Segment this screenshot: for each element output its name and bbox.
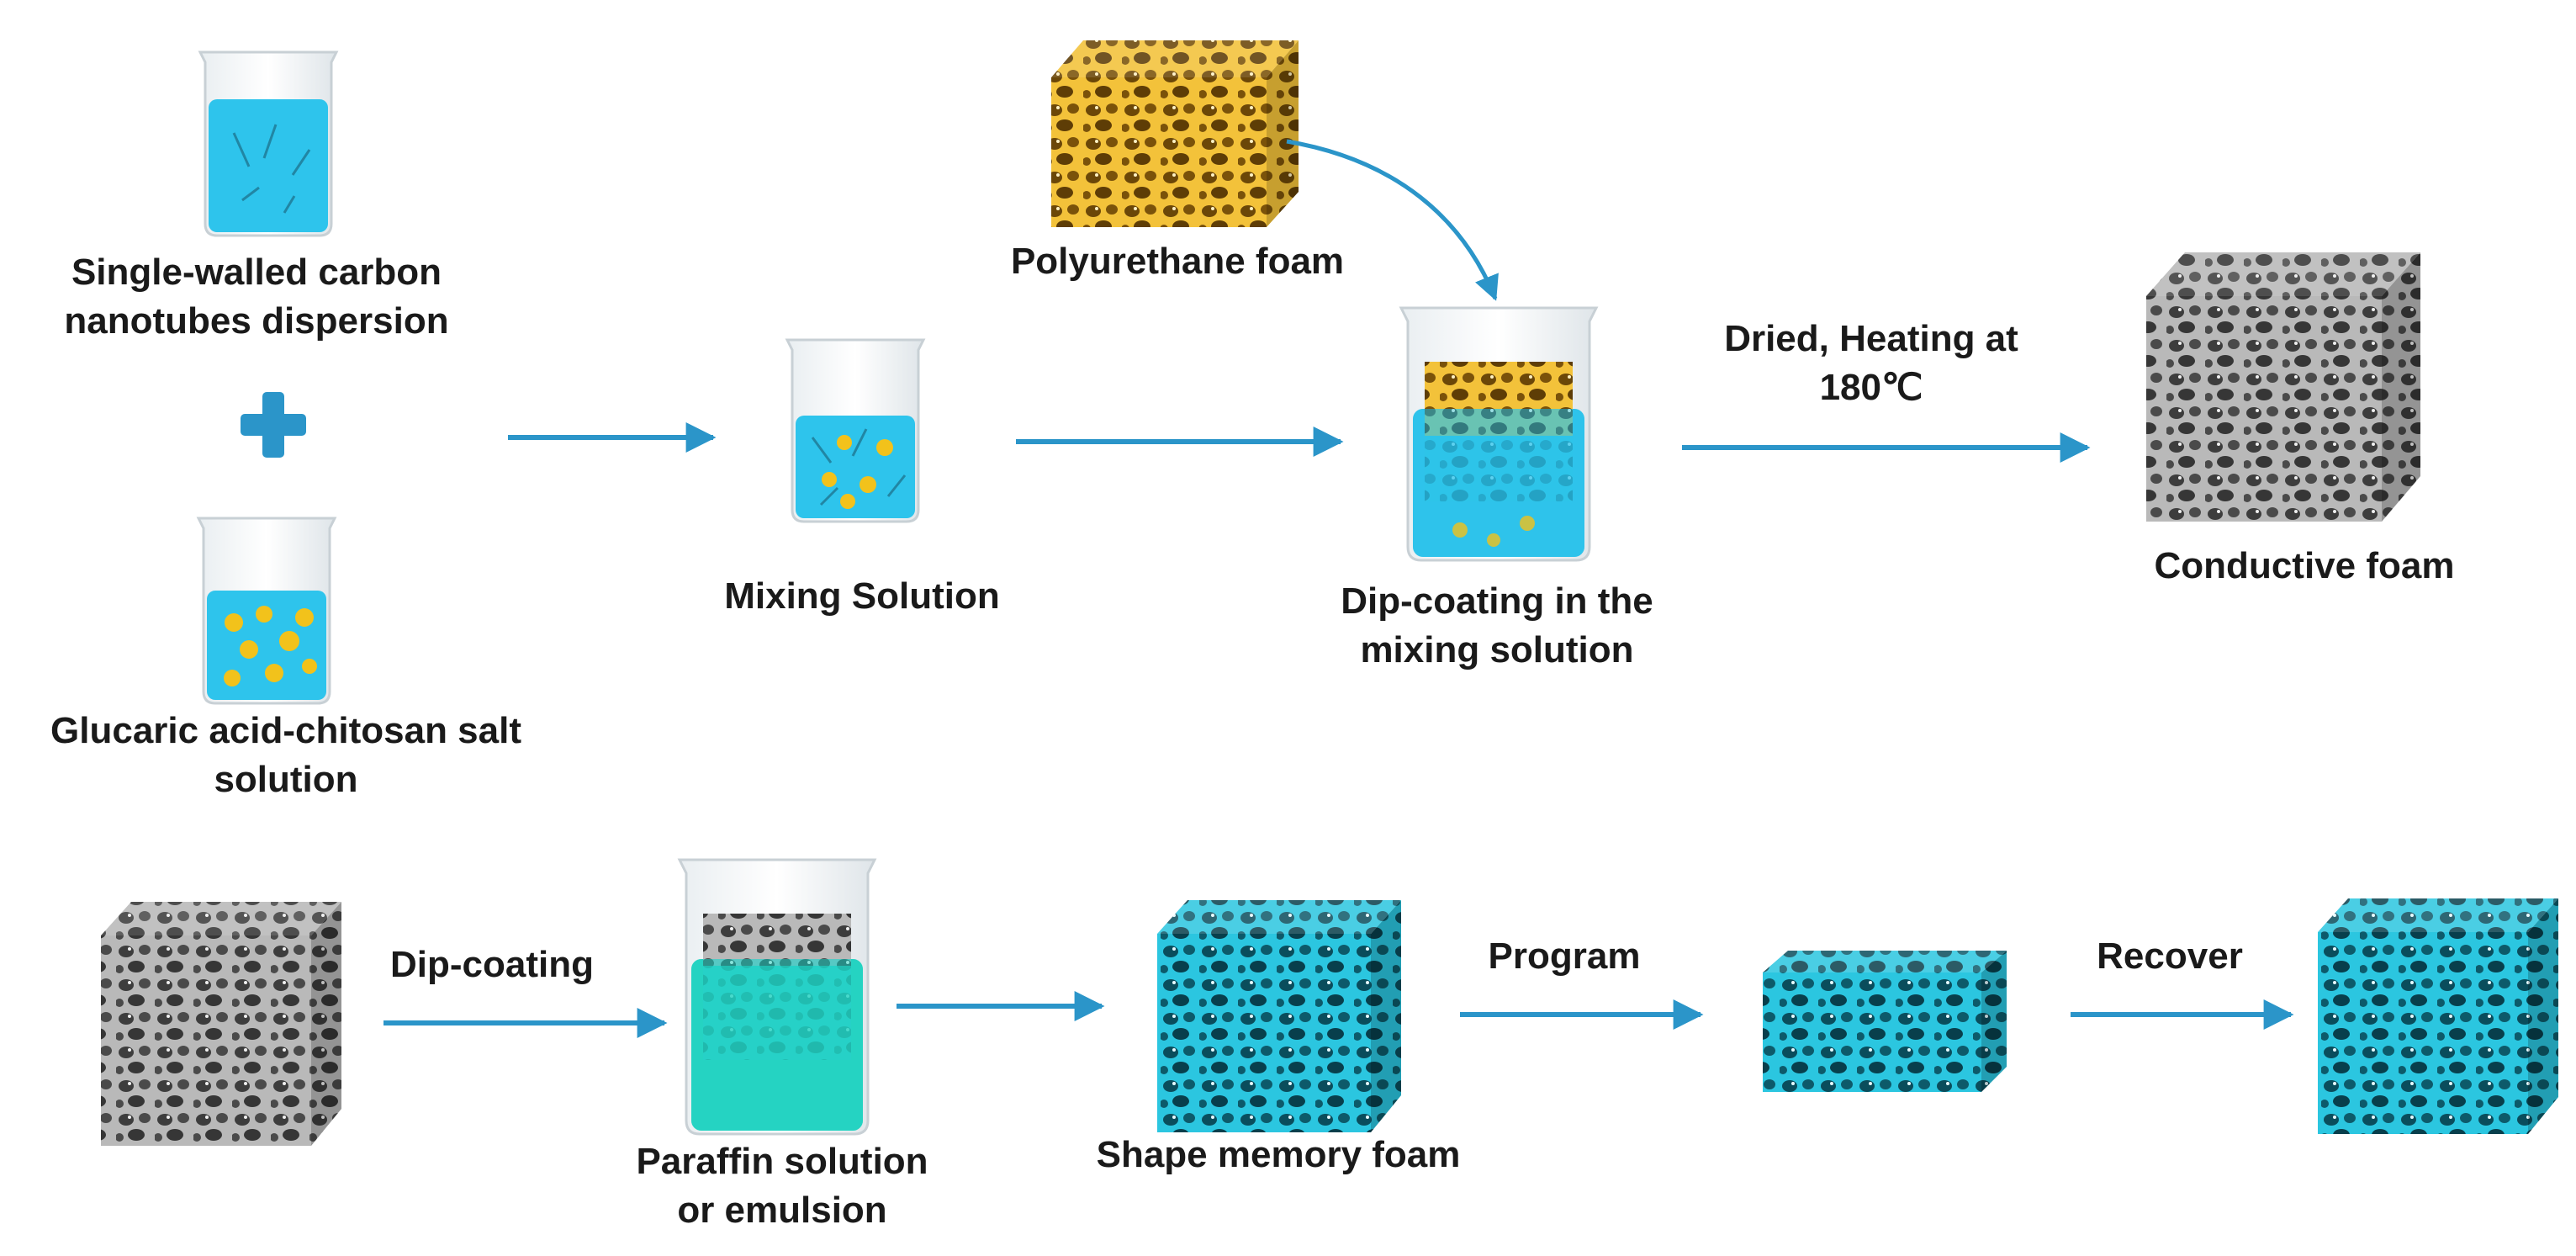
beaker-icon [196,517,337,705]
dip-coating-mixing-line2: mixing solution [1360,629,1634,670]
dried-heating-label: Dried, Heating at 180℃ [1690,315,2052,412]
program-label: Program [1488,935,1641,977]
shape-memory-foam-label: Shape memory foam [1096,1134,1461,1175]
glucaric-label: Glucaric acid-chitosan salt solution [0,707,572,804]
beaker-icon [677,858,877,1136]
foam-cube-icon [101,902,341,1146]
dip-coating-label: Dip-coating [390,944,594,985]
plus-icon [241,392,306,458]
foam-cube-icon [2146,252,2420,522]
paraffin-label-line1: Paraffin solution [636,1141,928,1182]
beaker-icon [198,50,339,237]
glucaric-label-line1: Glucaric acid-chitosan salt [50,710,521,751]
conductive-foam-label: Conductive foam [2154,545,2455,586]
foam-cube-icon [1157,900,1401,1132]
recover-label: Recover [2097,935,2243,977]
foam-cube-icon [1051,40,1299,227]
paraffin-label: Paraffin solution or emulsion [589,1137,976,1235]
dried-heating-line2: 180℃ [1819,367,1923,408]
dip-coating-mixing-label: Dip-coating in the mixing solution [1312,577,1682,675]
swcnt-label: Single-walled carbon nanotubes dispersio… [34,248,479,346]
paraffin-label-line2: or emulsion [677,1190,887,1231]
swcnt-label-line1: Single-walled carbon [71,252,442,293]
dried-heating-line1: Dried, Heating at [1724,318,2018,359]
foam-cube-icon [1763,951,2007,1092]
swcnt-label-line2: nanotubes dispersion [64,300,449,342]
mixing-label: Mixing Solution [724,575,1000,617]
polyurethane-foam-label: Polyurethane foam [1010,241,1345,282]
glucaric-label-line2: solution [214,759,358,800]
beaker-icon [1399,306,1599,562]
arrow-icon [1286,139,1499,301]
beaker-icon [785,338,926,523]
dip-coating-mixing-line1: Dip-coating in the [1341,580,1653,622]
foam-cube-icon [2318,898,2558,1134]
